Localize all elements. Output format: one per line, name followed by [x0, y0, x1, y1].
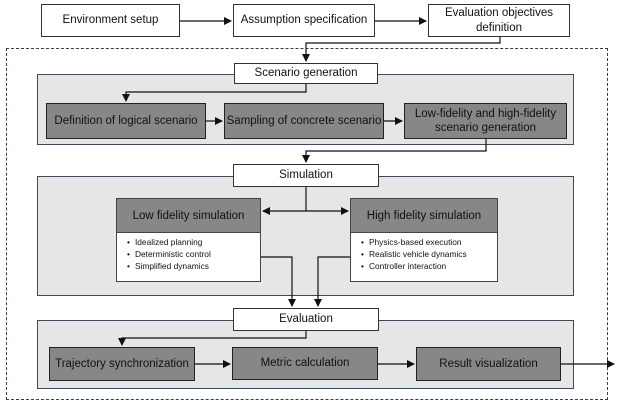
simulation-title-label: Simulation [279, 169, 333, 182]
trajectory-sync-label: Trajectory synchronization [55, 357, 189, 370]
pipeline-frame [6, 48, 608, 400]
evaluation-objectives-label: Evaluation objectives definition [444, 7, 554, 34]
trajectory-sync-box: Trajectory synchronization [49, 347, 195, 381]
evaluation-title-label: Evaluation [279, 313, 333, 326]
logical-scenario-label: Definition of logical scenario [54, 114, 198, 127]
evaluation-title: Evaluation [233, 308, 379, 331]
logical-scenario-box: Definition of logical scenario [46, 103, 206, 139]
environment-setup-box: Environment setup [41, 4, 180, 37]
list-item: Controller interaction [369, 260, 497, 272]
evaluation-objectives-box: Evaluation objectives definition [428, 4, 570, 37]
arrow-fidelity-to-simulation [302, 139, 487, 163]
arrow-low-to-evaluation [261, 256, 296, 307]
metric-calculation-box: Metric calculation [232, 347, 378, 380]
list-item: Simplified dynamics [135, 260, 260, 272]
arrow-high-to-evaluation [314, 256, 350, 307]
fidelity-scenario-generation-box: Low-fidelity and high-fidelity scenario … [404, 103, 567, 139]
arrow-objectives-to-scenario [302, 37, 501, 62]
environment-setup-label: Environment setup [62, 14, 159, 27]
list-item: Deterministic control [135, 248, 260, 260]
metric-calculation-label: Metric calculation [260, 357, 350, 370]
high-fidelity-card: High fidelity simulation Physics-based e… [350, 198, 498, 282]
high-fidelity-list: Physics-based execution Realistic vehicl… [351, 236, 497, 273]
low-fidelity-card: Low fidelity simulation Idealized planni… [116, 198, 261, 282]
list-item: Physics-based execution [369, 236, 497, 248]
assumption-specification-label: Assumption specification [240, 14, 368, 27]
result-visualization-box: Result visualization [416, 347, 561, 381]
assumption-specification-box: Assumption specification [233, 4, 375, 37]
simulation-title: Simulation [233, 164, 379, 187]
high-fidelity-title: High fidelity simulation [351, 199, 497, 233]
concrete-scenario-label: Sampling of concrete scenario [226, 114, 382, 127]
low-fidelity-title: Low fidelity simulation [117, 199, 260, 233]
result-visualization-label: Result visualization [439, 357, 538, 370]
scenario-generation-title-label: Scenario generation [254, 67, 358, 80]
arrow-evaluation-title-to-trajectory [118, 331, 307, 346]
list-item: Realistic vehicle dynamics [369, 248, 497, 260]
list-item: Idealized planning [135, 236, 260, 248]
scenario-generation-title: Scenario generation [234, 63, 378, 84]
fidelity-scenario-generation-label: Low-fidelity and high-fidelity scenario … [414, 107, 557, 134]
arrow-scenario-title-to-logical [122, 84, 307, 102]
concrete-scenario-box: Sampling of concrete scenario [224, 103, 384, 139]
low-fidelity-list: Idealized planning Deterministic control… [117, 236, 260, 273]
